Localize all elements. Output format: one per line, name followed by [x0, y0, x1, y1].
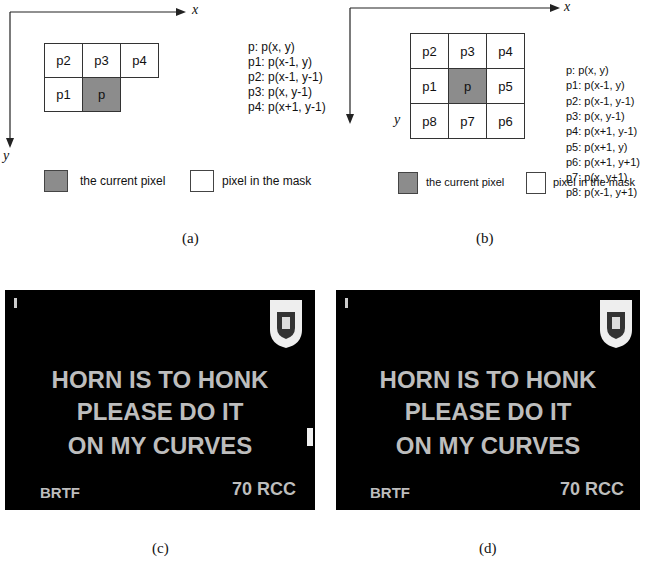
x-arrowhead [550, 4, 560, 12]
coordinate-definition: p4: p(x+1, y-1) [248, 100, 326, 114]
photo-text: BRTF [370, 484, 410, 501]
coordinate-definition: p2: p(x-1, y-1) [566, 95, 634, 107]
y-arrowhead [6, 138, 14, 148]
photo-background [336, 290, 640, 510]
coordinate-definition: p1: p(x-1, y) [566, 79, 625, 91]
mask-pixel-cell: p7 [448, 103, 487, 139]
mask-pixel-cell: p5 [486, 68, 525, 104]
shield-icon [600, 300, 632, 348]
pixel-name: p6 [498, 114, 512, 129]
subfigure-label: (b) [476, 230, 494, 247]
photo-artifact [307, 428, 313, 446]
axis-label: x [192, 2, 198, 18]
photo-text: HORN IS TO HONK [336, 366, 640, 394]
mask-pixel-cell: p [448, 68, 487, 104]
pixel-name: p1 [422, 79, 436, 94]
coordinate-definition: p1: p(x-1, y) [248, 55, 312, 69]
legend-swatch [526, 172, 546, 194]
photo-text: ON MY CURVES [5, 432, 315, 460]
photo-background [5, 290, 315, 510]
mask-pixel-cell: p4 [120, 43, 159, 78]
photo-text: ON MY CURVES [336, 432, 640, 460]
mask-pixel-cell: p6 [486, 103, 525, 139]
legend-swatch [398, 172, 418, 194]
legend-text: the current pixel [426, 176, 504, 188]
mask-pixel-cell: p1 [44, 77, 83, 112]
axis-label: x [564, 0, 570, 15]
photo-text: 70 RCC [232, 479, 296, 500]
mask-pixel-cell: p3 [448, 33, 487, 69]
pixel-name: p3 [94, 53, 108, 68]
photo-text: HORN IS TO HONK [5, 366, 315, 394]
pixel-name: p7 [460, 114, 474, 129]
coordinate-definition: p3: p(x, y-1) [566, 110, 625, 122]
x-axis [350, 7, 552, 8]
pixel-name: p2 [56, 53, 70, 68]
legend-text: pixel in the mask [553, 176, 635, 188]
subfigure-label: (c) [152, 540, 169, 557]
mask-pixel-cell: p1 [410, 68, 449, 104]
pixel-name: p2 [422, 44, 436, 59]
subfigure-label: (a) [182, 230, 199, 247]
coordinate-definition: p: p(x, y) [248, 40, 295, 54]
coordinate-definition: p4: p(x+1, y-1) [566, 125, 637, 137]
coordinate-definition: p5: p(x+1, y) [566, 141, 627, 153]
coordinate-definition: p8: p(x-1, y+1) [566, 186, 637, 198]
pixel-name: p8 [422, 114, 436, 129]
y-axis [349, 8, 350, 116]
mask-pixel-cell: p2 [410, 33, 449, 69]
coordinate-definition: p6: p(x+1, y+1) [566, 156, 640, 168]
photo-text: PLEASE DO IT [336, 398, 640, 426]
photo-text: BRTF [40, 484, 80, 501]
pixel-name: p3 [460, 44, 474, 59]
axis-label: y [394, 112, 400, 128]
legend-text: pixel in the mask [222, 174, 311, 188]
legend-text: the current pixel [80, 174, 165, 188]
mask-pixel-cell: p8 [410, 103, 449, 139]
photo-artifact [345, 298, 348, 308]
x-arrowhead [176, 8, 186, 16]
photo-text: PLEASE DO IT [5, 398, 315, 426]
pixel-name: p [98, 87, 105, 102]
coordinate-definition: p2: p(x-1, y-1) [248, 70, 323, 84]
legend-swatch [44, 170, 68, 192]
pixel-name: p1 [56, 87, 70, 102]
coordinate-definition: p: p(x, y) [566, 64, 609, 76]
mask-pixel-cell: p4 [486, 33, 525, 69]
coordinate-definition: p3: p(x, y-1) [248, 85, 312, 99]
axis-label: y [3, 148, 9, 164]
y-arrowhead [346, 114, 354, 124]
pixel-name: p [464, 79, 471, 94]
photo-artifact [14, 298, 17, 308]
subfigure-label: (d) [479, 540, 497, 557]
mask-pixel-cell: p [82, 77, 121, 112]
mask-pixel-cell: p3 [82, 43, 121, 78]
y-axis [9, 12, 10, 140]
legend-swatch [190, 170, 214, 192]
shield-icon [270, 300, 302, 348]
photo-text: 70 RCC [560, 479, 624, 500]
pixel-name: p4 [132, 53, 146, 68]
mask-pixel-cell: p2 [44, 43, 83, 78]
pixel-name: p4 [498, 44, 512, 59]
x-axis [10, 11, 178, 12]
pixel-name: p5 [498, 79, 512, 94]
